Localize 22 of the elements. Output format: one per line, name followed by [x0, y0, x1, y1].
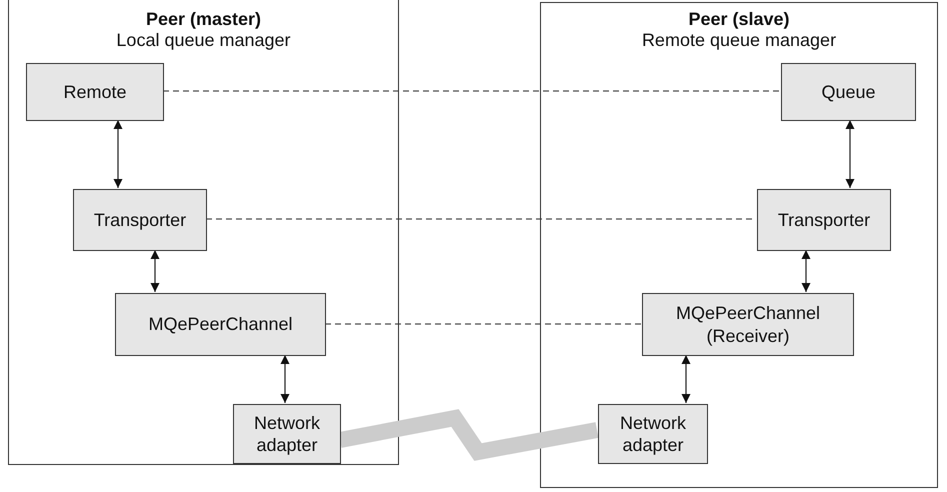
arrow — [114, 120, 122, 188]
component-box: Network adapter — [233, 404, 341, 464]
panel-title: Peer (master) — [146, 9, 262, 30]
arrow — [846, 120, 854, 188]
component-box: Transporter — [757, 189, 891, 251]
lightning-bolt — [338, 409, 598, 461]
component-box: MQePeerChannel (Receiver) — [642, 293, 854, 356]
component-box: Remote — [26, 63, 164, 121]
arrow — [280, 355, 290, 403]
dashed-line — [162, 90, 780, 92]
peer-panel — [8, 0, 399, 465]
panel-subtitle: Local queue manager — [116, 30, 291, 51]
arrow — [682, 355, 690, 403]
arrow — [802, 250, 810, 292]
peer-panel — [540, 2, 938, 488]
panel-subtitle: Remote queue manager — [642, 30, 836, 51]
component-box: Network adapter — [598, 404, 708, 464]
panel-title: Peer (slave) — [688, 9, 790, 30]
component-box: Transporter — [73, 189, 207, 251]
component-box: Queue — [781, 63, 916, 121]
arrow — [150, 250, 160, 292]
component-box: MQePeerChannel — [115, 293, 326, 356]
